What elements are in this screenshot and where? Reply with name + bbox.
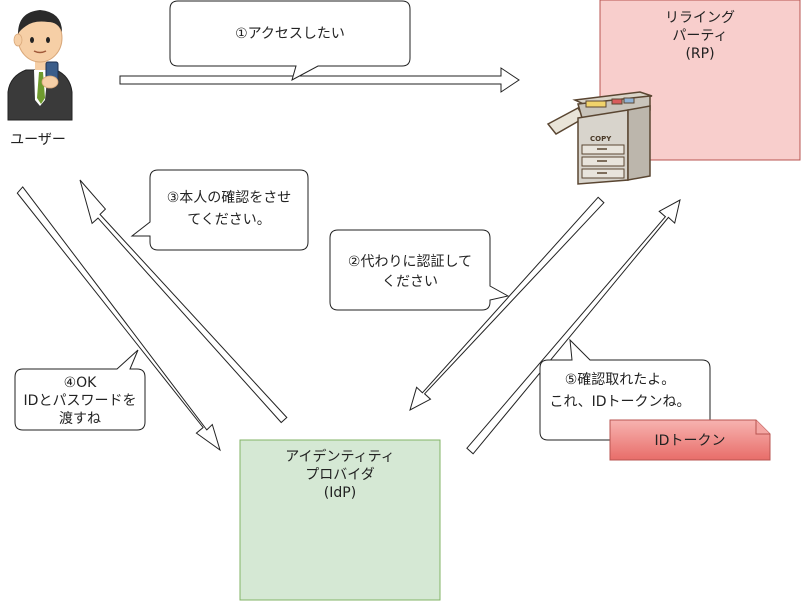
- message-2-line2: ください: [382, 274, 438, 290]
- message-1-line1: ①アクセスしたい: [235, 26, 345, 42]
- arrow-access: [119, 67, 520, 93]
- arrow-return-token: [466, 199, 681, 455]
- id-token-document: IDトークン: [609, 419, 771, 461]
- message-4-line1: ④OK: [64, 375, 98, 391]
- user-label: ユーザー: [10, 132, 66, 148]
- copier-label: COPY: [590, 135, 612, 143]
- message-5-line2: これ、IDトークンね。: [549, 394, 690, 410]
- idp-label-line3: (IdP): [324, 485, 356, 501]
- idp-label-line2: プロバイダ: [305, 467, 374, 483]
- message-1-bubble: ①アクセスしたい: [169, 0, 411, 82]
- rp-label-line1: リライング: [665, 10, 735, 26]
- message-2-bubble: ②代わりに認証して ください: [329, 229, 510, 311]
- message-4-line3: 渡すね: [59, 411, 101, 427]
- message-4-line2: IDとパスワードを: [24, 393, 137, 409]
- message-3-line2: てください。: [187, 212, 271, 228]
- idp-label-line1: アイデンティティ: [285, 448, 395, 465]
- user-avatar-icon: [7, 10, 73, 121]
- id-token-label: IDトークン: [655, 433, 726, 449]
- rp-label-line2: パーティ: [672, 28, 727, 44]
- message-5-line1: ⑤確認取れたよ。: [565, 372, 676, 388]
- message-3-bubble: ③本人の確認をさせ てください。: [130, 169, 309, 251]
- arrow-delegate-auth: [409, 196, 605, 411]
- arrow-confirm-identity: [79, 179, 288, 424]
- rp-label-line3: (RP): [685, 46, 714, 62]
- arrow-send-credentials: [16, 186, 221, 452]
- idp-box: アイデンティティ プロバイダ (IdP): [239, 439, 441, 601]
- message-4-bubble: ④OK IDとパスワードを 渡すね: [14, 349, 146, 431]
- message-2-line1: ②代わりに認証して: [348, 254, 472, 270]
- message-3-line1: ③本人の確認をさせ: [167, 190, 292, 206]
- copier-icon: COPY: [546, 91, 653, 185]
